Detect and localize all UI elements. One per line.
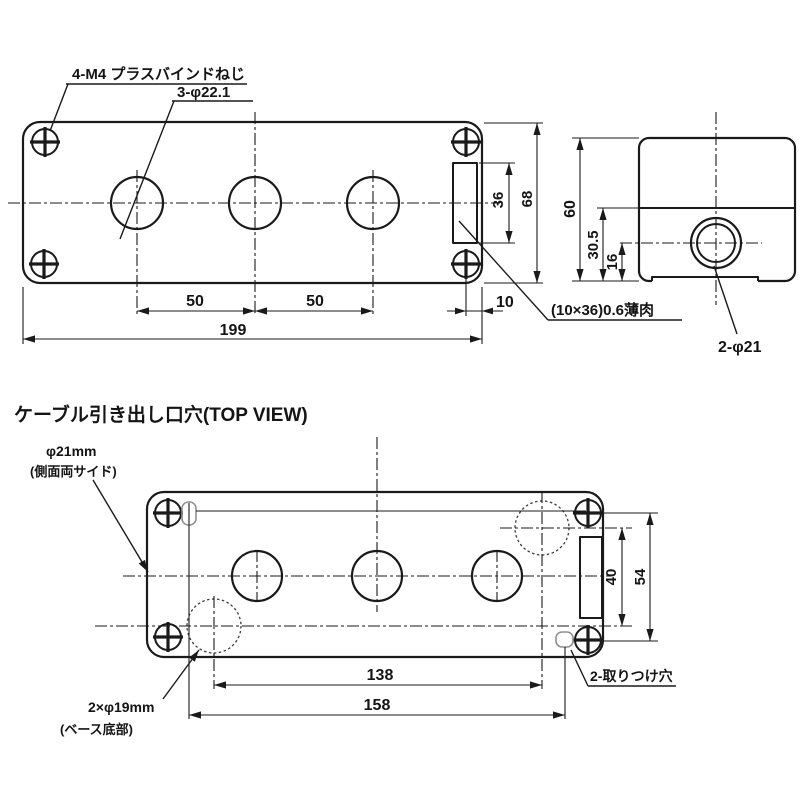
dim-slot-offset: 10 xyxy=(496,294,514,311)
side-hole-callout-note: (側面両サイド) xyxy=(30,464,117,479)
dim-mount-pitch: 158 xyxy=(364,697,391,714)
button-hole-callout-label: 3-φ22.1 xyxy=(177,84,230,101)
dim-side-base: 30.5 xyxy=(585,230,602,259)
top-centerlines xyxy=(95,437,632,689)
dim-side-height: 60 xyxy=(562,200,579,218)
corner-screw-icon xyxy=(449,125,483,159)
dim-front-width: 199 xyxy=(220,322,247,339)
front-callouts: 4-M4 プラスバインドねじ 3-φ22.1 (10×36)0.6薄肉 xyxy=(49,66,682,321)
base-hole-callout-label: 2×φ19mm xyxy=(88,699,154,715)
knockout-callout-label: (10×36)0.6薄肉 xyxy=(551,301,654,319)
side-bottom-recess-mask xyxy=(652,273,758,285)
top-view-title: ケーブル引き出し口穴(TOP VIEW) xyxy=(14,403,308,426)
top-dimensions: 138 158 40 54 xyxy=(188,503,658,719)
dim-pitch-right: 50 xyxy=(306,293,324,310)
dim-base-pitch: 138 xyxy=(367,667,394,684)
dim-base-offset: 40 xyxy=(603,569,620,586)
side-view: 60 30.5 16 2-φ21 xyxy=(562,112,797,356)
front-view: 36 68 50 50 10 199 4-M4 プラスバインドねじ 3-φ22.… xyxy=(8,66,682,344)
mount-hole xyxy=(555,631,574,648)
corner-screw-icon xyxy=(151,496,185,530)
top-callouts: φ21mm (側面両サイド) 2×φ19mm (ベース底部) 2-取りつけ穴 xyxy=(30,443,676,737)
screw-callout-label: 4-M4 プラスバインドねじ xyxy=(72,66,245,83)
dim-screw-pitch: 54 xyxy=(632,568,649,585)
mount-hole-callout-label: 2-取りつけ穴 xyxy=(590,668,673,684)
side-callouts: 2-φ21 xyxy=(713,265,762,356)
knockout-slot xyxy=(579,536,603,619)
base-hole-callout-note: (ベース底部) xyxy=(60,722,133,737)
dim-slot-height: 36 xyxy=(490,192,507,209)
front-centerlines xyxy=(8,112,500,316)
cable-hole-callout-label: 2-φ21 xyxy=(718,339,762,356)
top-box-outline xyxy=(145,490,605,659)
top-view: ケーブル引き出し口穴(TOP VIEW) xyxy=(14,403,676,737)
dim-front-height: 68 xyxy=(519,191,536,208)
front-dimensions: 36 68 50 50 10 199 xyxy=(22,122,543,344)
side-dimensions: 60 30.5 16 xyxy=(562,137,639,282)
side-hole-callout-label: φ21mm xyxy=(46,443,96,459)
side-bottom-recess xyxy=(651,276,759,281)
dim-side-hole-center: 16 xyxy=(604,254,621,271)
side-centerlines xyxy=(620,112,762,305)
corner-screw-icon xyxy=(28,125,62,159)
side-box-outline xyxy=(637,136,797,283)
dim-pitch-left: 50 xyxy=(186,293,204,310)
corner-screw-icon xyxy=(27,247,61,281)
